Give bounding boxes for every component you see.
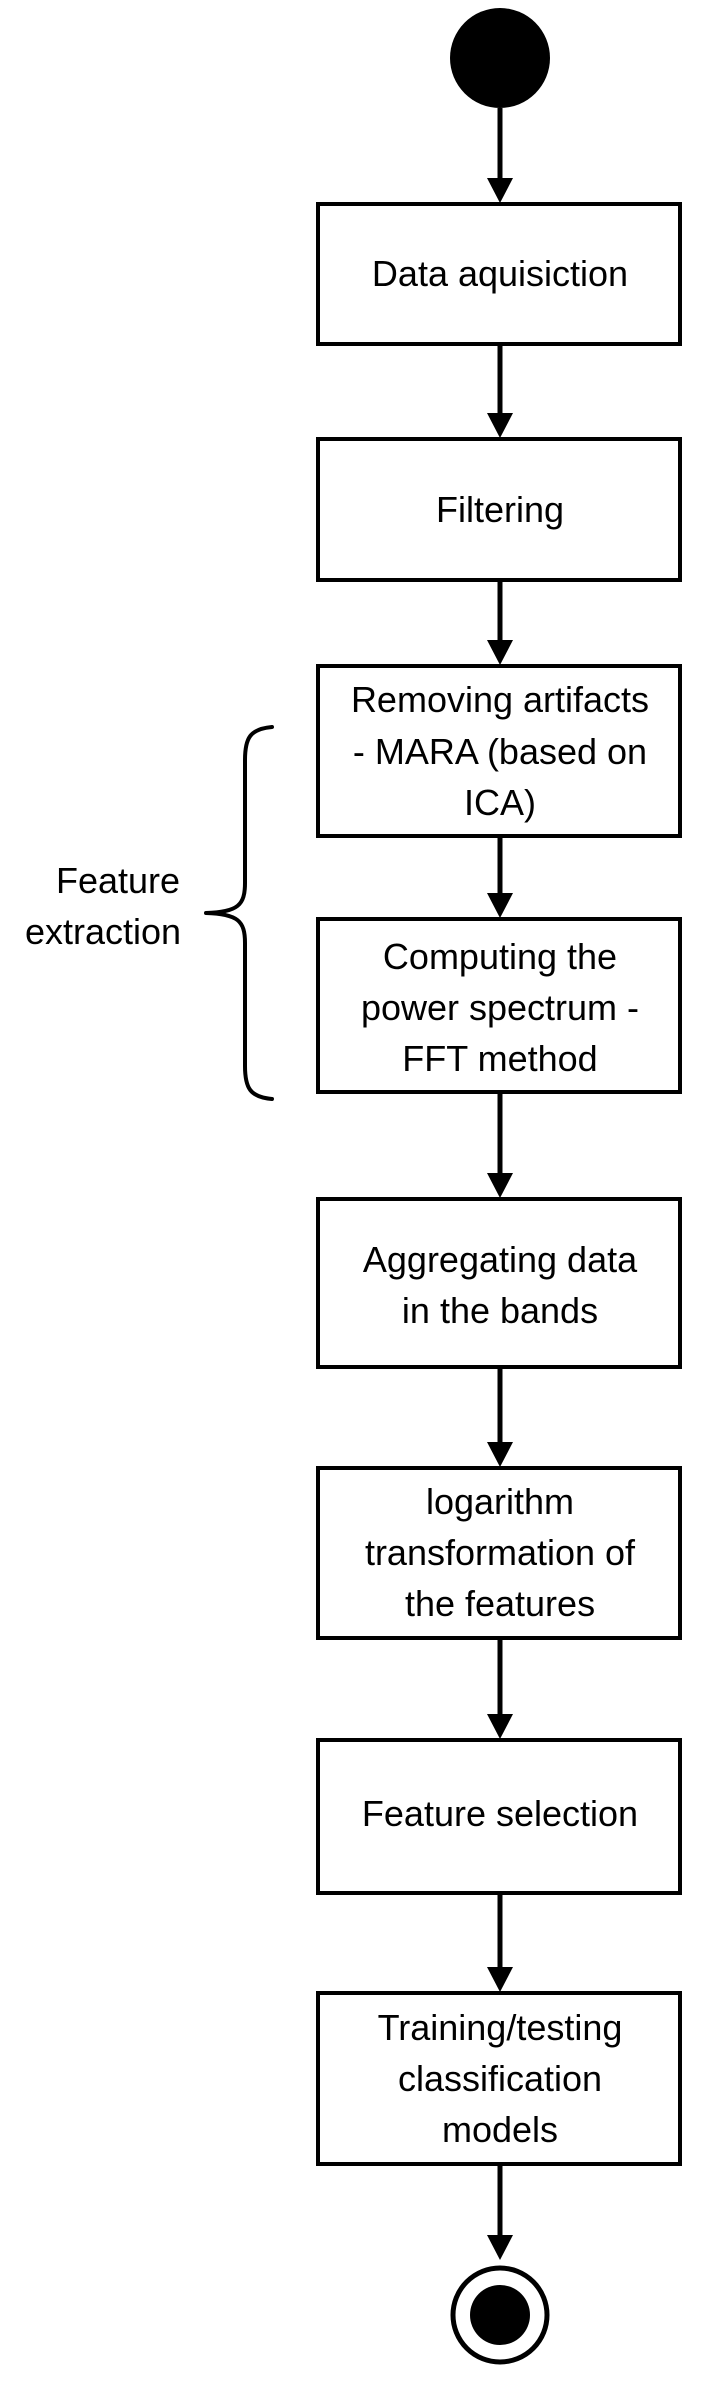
step-label-line-2: power spectrum - <box>361 987 639 1028</box>
step-label-line-3: ICA) <box>464 782 536 823</box>
step-box <box>316 664 682 838</box>
step-box <box>316 1738 682 1895</box>
step-box <box>316 202 682 346</box>
step-label-line-2: in the bands <box>402 1290 598 1331</box>
step-label-line-1: Computing the <box>383 936 617 977</box>
step-label-line-3: models <box>442 2109 558 2150</box>
arrowhead-removing-artifacts <box>487 640 513 665</box>
step-box <box>316 1466 682 1640</box>
step-label: Data aquisiction <box>372 253 628 294</box>
end-node-core <box>470 2285 530 2345</box>
step-box <box>316 1197 682 1369</box>
connectors <box>487 108 513 2260</box>
group-brace <box>204 725 274 1101</box>
step-filtering: Filtering <box>316 437 682 582</box>
step-box <box>316 917 682 1094</box>
arrowhead-end-node <box>487 2235 513 2260</box>
arrowhead-training-testing <box>487 1967 513 1992</box>
group-label-line-1: Feature <box>56 860 180 901</box>
step-box <box>316 437 682 582</box>
step-data-acquisition: Data aquisiction <box>316 202 682 346</box>
step-label-line-3: FFT method <box>402 1038 597 1079</box>
step-label-line-3: the features <box>405 1583 595 1624</box>
step-label-line-2: - MARA (based on <box>353 731 647 772</box>
step-label-line-2: classification <box>398 2058 602 2099</box>
step-training-testing: Training/testing classification models <box>316 1991 682 2166</box>
arrowhead-feature-selection <box>487 1714 513 1739</box>
arrowhead-data-acquisition <box>487 178 513 203</box>
step-label: Filtering <box>436 489 564 530</box>
step-label-line-2: transformation of <box>365 1532 636 1573</box>
step-power-spectrum: Computing the power spectrum - FFT metho… <box>316 917 682 1094</box>
arrowhead-log-transformation <box>487 1442 513 1467</box>
step-log-transformation: logarithm transformation of the features <box>316 1466 682 1640</box>
step-feature-selection: Feature selection <box>316 1738 682 1895</box>
step-aggregating-data: Aggregating data in the bands <box>316 1197 682 1369</box>
group-label-line-2: extraction <box>25 911 181 952</box>
arrowhead-aggregating-data <box>487 1173 513 1198</box>
step-removing-artifacts: Removing artifacts - MARA (based on ICA) <box>316 664 682 838</box>
step-label-line-1: Removing artifacts <box>351 679 649 720</box>
step-label-line-1: Aggregating data <box>363 1239 638 1280</box>
arrowhead-filtering <box>487 413 513 438</box>
step-box <box>316 1991 682 2166</box>
step-label-line-1: logarithm <box>426 1481 574 1522</box>
arrowhead-power-spectrum <box>487 893 513 918</box>
step-label-line-1: Training/testing <box>378 2007 623 2048</box>
step-label: Feature selection <box>362 1793 638 1834</box>
start-node <box>450 8 550 108</box>
